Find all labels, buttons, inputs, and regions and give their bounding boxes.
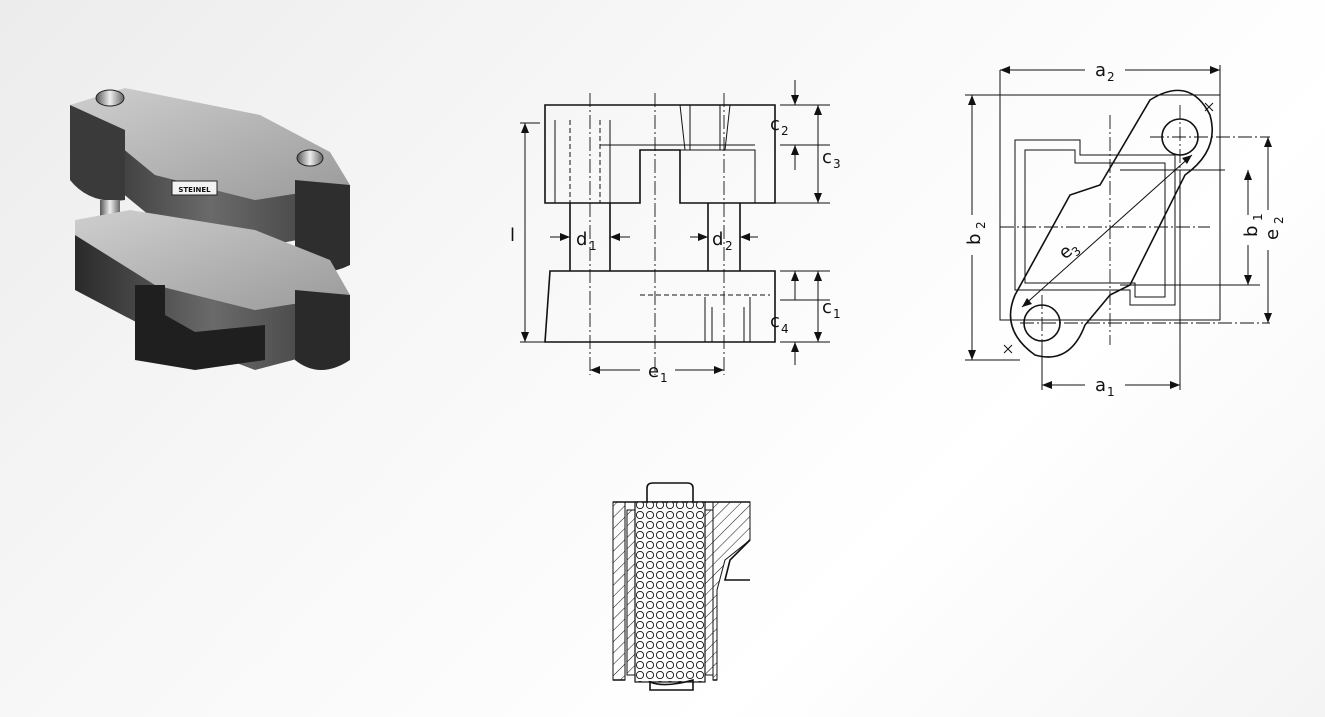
dim-b1: b — [1241, 226, 1262, 237]
svg-text:3: 3 — [833, 157, 841, 171]
top-view-drawing: a 2 a 1 b 2 b 1 e 2 e 3 — [960, 55, 1290, 400]
dim-d2: d — [712, 229, 723, 250]
guide-pin-head-right — [296, 149, 324, 167]
guide-pin-head-left — [95, 89, 125, 107]
dim-a1: a — [1095, 375, 1106, 396]
svg-text:1: 1 — [1107, 385, 1115, 399]
dim-c4: c — [770, 311, 780, 332]
svg-text:1: 1 — [1251, 213, 1265, 221]
svg-text:2: 2 — [974, 221, 988, 229]
dim-d1: d — [576, 229, 587, 250]
die-set-photo: STEINEL — [55, 70, 375, 390]
brand-text: STEINEL — [178, 186, 211, 194]
ball-cage — [634, 501, 706, 683]
dim-e1: e — [648, 361, 659, 382]
front-view-drawing: l c 2 c 3 c 4 c 1 d 1 d 2 e 1 — [500, 75, 850, 395]
dim-c2: c — [770, 114, 780, 135]
svg-text:2: 2 — [1107, 70, 1115, 84]
dim-e2: e — [1262, 229, 1283, 240]
svg-text:1: 1 — [589, 239, 597, 253]
dim-c3: c — [822, 147, 832, 168]
dim-a2: a — [1095, 60, 1106, 81]
svg-text:2: 2 — [725, 239, 733, 253]
dim-l: l — [510, 225, 515, 246]
dim-c1: c — [822, 297, 832, 318]
svg-text:2: 2 — [781, 124, 789, 138]
svg-text:1: 1 — [833, 307, 841, 321]
svg-text:2: 2 — [1272, 216, 1286, 224]
brand-label — [171, 180, 218, 196]
svg-text:4: 4 — [781, 322, 789, 336]
svg-text:1: 1 — [660, 371, 668, 385]
ball-bushing-section — [605, 480, 765, 695]
dim-b2: b — [964, 234, 985, 245]
